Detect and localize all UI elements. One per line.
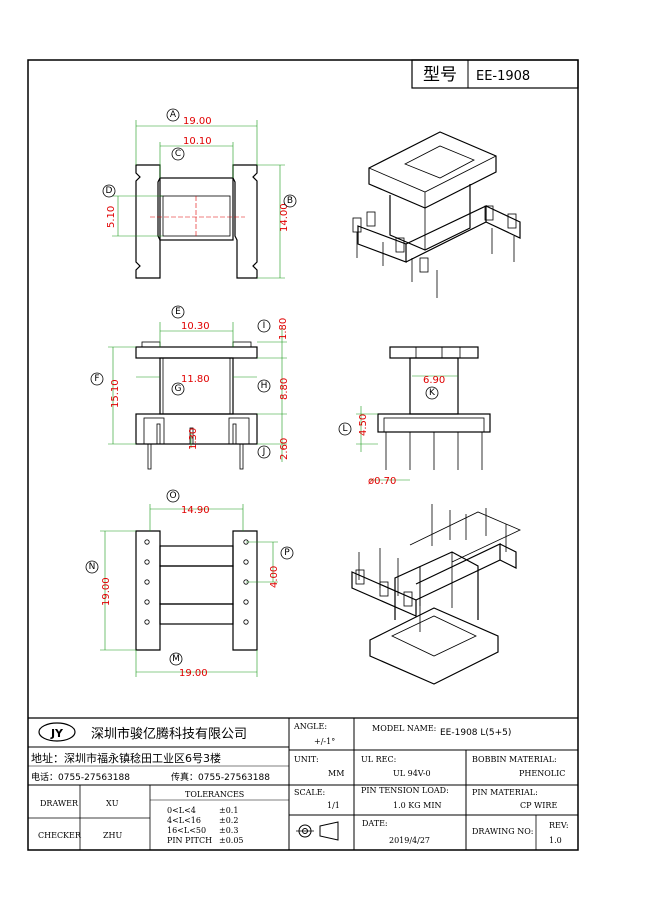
label-E: E [175, 307, 181, 317]
label-K: K [429, 388, 436, 398]
angle-label: ANGLE: [293, 722, 327, 731]
model-header-label: 型号 [423, 65, 457, 85]
dim-E-value: 10.30 [181, 321, 210, 332]
pin-material-label: PIN MATERIAL: [472, 788, 538, 797]
dim-N-value: 19.00 [101, 577, 112, 606]
scale-value: 1/1 [327, 801, 340, 810]
tol-value-1: ±0.2 [219, 816, 238, 825]
rev-label: REV: [549, 821, 569, 830]
company-logo [38, 722, 76, 742]
bobbin-material-value: PHENOLIC [519, 769, 565, 778]
model-name-value: EE-1908 L(5+5) [440, 728, 511, 738]
label-J: J [262, 447, 266, 457]
company-logo-text: JY [50, 727, 64, 740]
dim-C-value: 10.10 [183, 136, 212, 147]
company-name: 深圳市骏亿腾科技有限公司 [91, 726, 247, 742]
top-view: 19.00 10.10 14.00 5.10 A C B D [102, 108, 297, 279]
label-I: I [263, 321, 266, 331]
iso-view-top [352, 131, 521, 298]
tol-range-0: 0<L<4 [167, 806, 196, 815]
dim-P-value: 4.00 [269, 566, 280, 588]
company-fax: 传真：0755-27563188 [171, 771, 270, 783]
drawer-label: DRAWER [40, 799, 79, 808]
dim-F-value: 15.10 [110, 379, 121, 408]
tol-value-3: ±0.05 [219, 836, 244, 845]
dim-O-value: 14.90 [181, 505, 210, 516]
bobbin-material-label: BOBBIN MATERIAL: [472, 755, 557, 764]
label-N: N [89, 562, 96, 572]
dim-pin-diameter: ø0.70 [368, 476, 396, 487]
dim-J-value: 2.60 [279, 438, 290, 460]
dim-K-value: 6.90 [423, 375, 445, 386]
angle-value: +/-1° [314, 737, 335, 746]
projection-symbol-icon [296, 821, 339, 841]
ul-rec-value: UL 94V-0 [393, 769, 431, 778]
dim-I-value: 1.80 [278, 318, 289, 340]
label-C: C [175, 149, 181, 159]
model-header-value: EE-1908 [476, 69, 530, 84]
label-P: P [284, 548, 290, 558]
tol-value-2: ±0.3 [219, 826, 238, 835]
dim-A-value: 19.00 [183, 116, 212, 127]
dim-H-value: 8.80 [279, 378, 290, 400]
label-G: G [175, 384, 182, 394]
label-L: L [342, 424, 347, 434]
pin-tension-label: PIN TENSION LOAD: [361, 786, 449, 795]
model-name-label: MODEL NAME: [372, 724, 436, 733]
drawer-value: XU [106, 799, 119, 808]
model-header: 型号 EE-1908 [411, 59, 579, 89]
label-H: H [261, 381, 268, 391]
checker-value: ZHU [103, 831, 123, 840]
title-block: JY 深圳市骏亿腾科技有限公司 地址：深圳市福永镇稔田工业区6号3楼 电话：07… [28, 717, 578, 850]
label-F: F [94, 374, 99, 384]
unit-value: MM [328, 769, 344, 778]
tol-range-3: PIN PITCH [167, 836, 212, 845]
sheet-border [27, 59, 579, 851]
label-O: O [169, 491, 176, 501]
tol-value-0: ±0.1 [219, 806, 238, 815]
label-A: A [170, 110, 177, 120]
dim-L-value: 4.50 [358, 414, 369, 436]
tol-range-2: 16<L<50 [167, 826, 206, 835]
dim-M-value: 19.00 [179, 668, 208, 679]
unit-label: UNIT: [294, 755, 319, 764]
dim-G-value: 11.80 [181, 374, 210, 385]
dim-B-value: 14.00 [279, 203, 290, 232]
dim-J1-value: 1.30 [188, 428, 199, 450]
pin-tension-value: 1.0 KG MIN [393, 801, 442, 810]
bottom-view: 14.90 19.00 4.00 19.00 O N P M [85, 489, 294, 679]
pin-material-value: CP WIRE [520, 801, 557, 810]
label-D: D [106, 186, 113, 196]
label-M: M [172, 654, 180, 664]
company-phone: 电话：0755-27563188 [31, 771, 130, 783]
drawing-no-label: DRAWING NO: [472, 827, 533, 836]
company-address: 地址：深圳市福永镇稔田工业区6号3楼 [31, 751, 221, 765]
tolerances-label: TOLERANCES [185, 790, 244, 799]
checker-label: CHECKER [38, 831, 82, 840]
scale-label: SCALE: [294, 788, 325, 797]
ul-rec-label: UL REC: [361, 755, 396, 764]
label-B: B [287, 196, 293, 206]
dim-D-value: 5.10 [106, 206, 117, 228]
front-view: 10.30 11.80 15.10 1.80 8.80 2.60 1.30 E … [90, 305, 290, 470]
tol-range-1: 4<L<16 [167, 816, 201, 825]
side-view: 6.90 4.50 ø0.70 K L [338, 346, 491, 487]
rev-value: 1.0 [549, 836, 562, 845]
date-value: 2019/4/27 [389, 836, 430, 845]
date-label: DATE: [362, 819, 388, 828]
iso-view-bottom [351, 504, 521, 685]
